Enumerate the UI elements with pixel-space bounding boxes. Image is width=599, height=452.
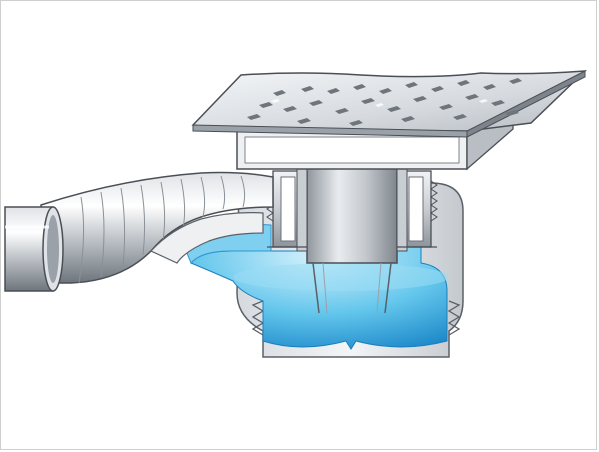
perforated-grate-icon	[191, 70, 588, 138]
threaded-collar-icon	[266, 160, 438, 252]
grate-frame-icon	[236, 91, 514, 171]
outlet-pipe-icon	[4, 206, 64, 292]
corrugated-hose-icon	[40, 171, 274, 284]
